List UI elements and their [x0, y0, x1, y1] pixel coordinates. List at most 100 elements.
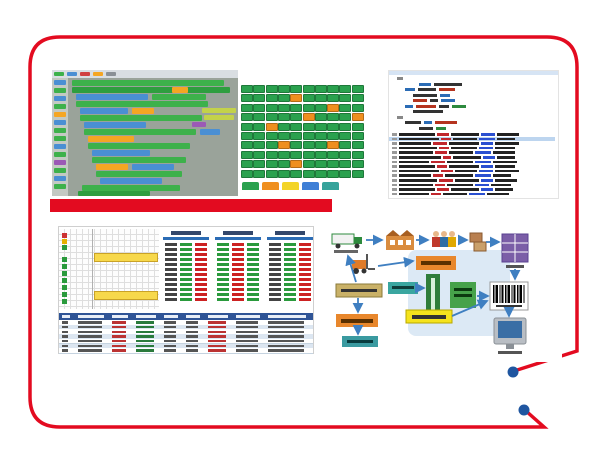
code-block[interactable] [72, 87, 230, 93]
code-block[interactable] [78, 191, 150, 196]
gantt-bar[interactable] [94, 253, 158, 262]
grid-block[interactable] [253, 169, 266, 178]
flow-box-orange-top[interactable] [416, 256, 456, 270]
grid-block[interactable] [339, 169, 352, 178]
grid-block[interactable] [327, 113, 340, 122]
grid-block[interactable] [265, 141, 278, 150]
grid-block[interactable] [241, 113, 253, 122]
grid-block[interactable] [277, 141, 290, 150]
grid-block[interactable] [253, 132, 266, 140]
flow-box-yellow[interactable] [405, 309, 453, 324]
grid-block[interactable] [241, 85, 253, 93]
grid-block[interactable] [277, 169, 290, 178]
grid-block[interactable] [327, 122, 340, 131]
grid-block[interactable] [314, 160, 327, 169]
grid-block[interactable] [253, 150, 266, 159]
grid-block[interactable] [302, 160, 315, 169]
grid-block[interactable] [327, 85, 340, 93]
grid-block[interactable] [277, 103, 290, 112]
grid-block[interactable] [265, 169, 278, 178]
grid-block[interactable] [339, 103, 352, 112]
code-block[interactable] [204, 115, 234, 120]
grid-block[interactable] [277, 85, 290, 93]
palette-block[interactable] [54, 80, 66, 85]
grid-tab[interactable] [302, 182, 319, 190]
code-block[interactable] [202, 108, 236, 113]
grid-block[interactable] [302, 141, 315, 150]
flow-box-supplier[interactable] [335, 283, 383, 298]
code-block[interactable] [132, 108, 154, 114]
grid-block[interactable] [314, 103, 327, 112]
code-block[interactable] [92, 157, 186, 163]
grid-block[interactable] [265, 103, 278, 112]
grid-block[interactable] [241, 150, 253, 159]
grid-block[interactable] [327, 132, 340, 140]
grid-block[interactable] [314, 94, 327, 103]
grid-block[interactable] [265, 113, 278, 122]
grid-block[interactable] [290, 103, 303, 112]
grid-block[interactable] [277, 132, 290, 140]
grid-block[interactable] [277, 122, 290, 131]
grid-block[interactable] [339, 85, 352, 93]
code-area[interactable] [389, 75, 558, 131]
toolbar-chip[interactable] [93, 72, 103, 76]
toolbar-chip[interactable] [67, 72, 77, 76]
grid-block[interactable] [302, 103, 315, 112]
grid-block[interactable] [351, 85, 364, 93]
grid-block[interactable] [277, 113, 290, 122]
grid-block[interactable] [339, 113, 352, 122]
palette-block[interactable] [54, 144, 66, 149]
palette-block[interactable] [54, 168, 66, 173]
code-block[interactable] [96, 164, 128, 170]
grid-block[interactable] [339, 122, 352, 131]
grid-block[interactable] [302, 150, 315, 159]
grid-block[interactable] [339, 150, 352, 159]
grid-block[interactable] [290, 132, 303, 140]
grid-block[interactable] [277, 160, 290, 169]
grid-block[interactable] [327, 169, 340, 178]
grid-block[interactable] [290, 141, 303, 150]
grid-block[interactable] [339, 141, 352, 150]
grid-block[interactable] [302, 113, 315, 122]
grid-block[interactable] [314, 150, 327, 159]
grid-block[interactable] [265, 122, 278, 131]
grid-block[interactable] [265, 150, 278, 159]
grid-block[interactable] [351, 132, 364, 140]
grid-block[interactable] [290, 150, 303, 159]
grid-block[interactable] [253, 85, 266, 93]
grid-block[interactable] [253, 160, 266, 169]
grid-block[interactable] [339, 132, 352, 140]
grid-block[interactable] [265, 160, 278, 169]
flow-box-teal-bottom[interactable] [342, 336, 378, 347]
grid-block[interactable] [290, 122, 303, 131]
palette-block[interactable] [54, 104, 66, 109]
palette-block[interactable] [54, 112, 66, 117]
flow-box-orange-bottom[interactable] [336, 314, 378, 327]
grid-block[interactable] [327, 150, 340, 159]
grid-block[interactable] [351, 141, 364, 150]
grid-block[interactable] [351, 150, 364, 159]
code-block[interactable] [84, 122, 146, 128]
palette-block[interactable] [54, 88, 66, 93]
grid-tab[interactable] [322, 182, 339, 190]
grid-block[interactable] [314, 169, 327, 178]
grid-block[interactable] [351, 94, 364, 103]
grid-block[interactable] [290, 85, 303, 93]
code-block[interactable] [88, 143, 190, 149]
grid-block[interactable] [241, 169, 253, 178]
palette-block[interactable] [54, 184, 66, 189]
toolbar-chip[interactable] [80, 72, 90, 76]
toolbar-chip[interactable] [106, 72, 116, 76]
grid-block[interactable] [290, 113, 303, 122]
code-block[interactable] [76, 94, 148, 100]
grid-block[interactable] [253, 122, 266, 131]
palette-block[interactable] [54, 120, 66, 125]
grid-block[interactable] [290, 160, 303, 169]
grid-block[interactable] [314, 141, 327, 150]
code-block[interactable] [172, 87, 188, 93]
code-block[interactable] [200, 129, 220, 135]
grid-block[interactable] [290, 169, 303, 178]
palette-block[interactable] [54, 128, 66, 133]
grid-block[interactable] [241, 160, 253, 169]
grid-block[interactable] [327, 103, 340, 112]
